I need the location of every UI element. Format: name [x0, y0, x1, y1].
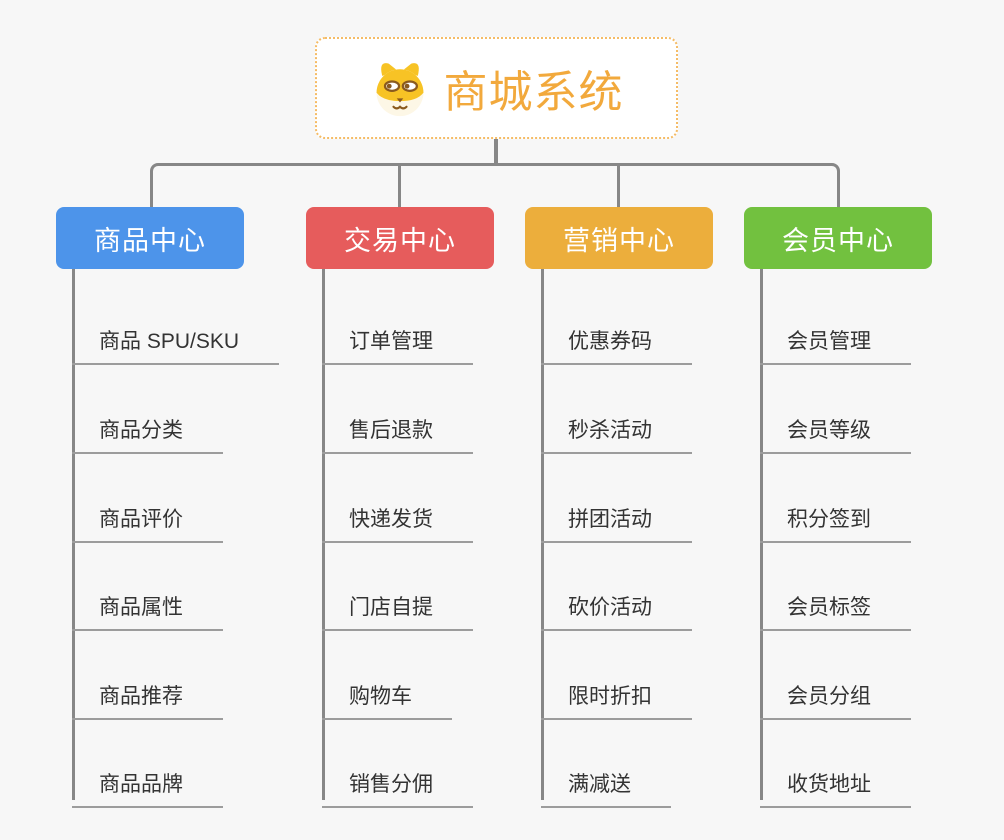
leaf-node[interactable]: 售后退款 — [322, 404, 473, 454]
leaf-node[interactable]: 限时折扣 — [541, 670, 692, 720]
leaf-node[interactable]: 会员管理 — [760, 315, 911, 365]
leaf-node[interactable]: 积分签到 — [760, 493, 911, 543]
branch-product-center: 商品中心 商品 SPU/SKU 商品分类 商品评价 商品属性 商品推荐 商品品牌 — [56, 207, 306, 808]
connector-branch-trunk — [72, 269, 75, 800]
connector-bus-right — [495, 163, 840, 207]
leaf-node[interactable]: 砍价活动 — [541, 581, 692, 631]
leaf-node[interactable]: 销售分佣 — [322, 758, 473, 808]
leaf-node[interactable]: 购物车 — [322, 670, 452, 720]
leaf-node[interactable]: 会员等级 — [760, 404, 911, 454]
root-node-mall-system[interactable]: 商城系统 — [315, 37, 678, 139]
connector-stub-trade — [398, 166, 401, 207]
leaf-node[interactable]: 商品 SPU/SKU — [72, 315, 280, 365]
leaf-node[interactable]: 优惠券码 — [541, 315, 692, 365]
connector-branch-trunk — [541, 269, 544, 800]
connector-branch-trunk — [760, 269, 763, 800]
leaf-node[interactable]: 商品评价 — [72, 493, 223, 543]
branch-header-product-center[interactable]: 商品中心 — [56, 207, 244, 269]
connector-branch-trunk — [322, 269, 325, 800]
branch-header-trade-center[interactable]: 交易中心 — [306, 207, 494, 269]
connector-root-trunk — [494, 139, 498, 166]
root-node-title: 商城系统 — [443, 68, 624, 117]
leaf-node[interactable]: 商品推荐 — [72, 670, 223, 720]
connector-bus-left — [150, 163, 495, 207]
branch-member-center: 会员中心 会员管理 会员等级 积分签到 会员标签 会员分组 收货地址 — [744, 207, 994, 808]
leaf-node[interactable]: 订单管理 — [322, 315, 473, 365]
dog-face-icon — [376, 63, 423, 117]
leaf-node[interactable]: 快递发货 — [322, 493, 473, 543]
leaf-node[interactable]: 会员标签 — [760, 581, 911, 631]
branch-marketing-center: 营销中心 优惠券码 秒杀活动 拼团活动 砍价活动 限时折扣 满减送 — [525, 207, 775, 808]
leaf-node[interactable]: 门店自提 — [322, 581, 473, 631]
leaf-node[interactable]: 会员分组 — [760, 670, 911, 720]
leaf-node[interactable]: 秒杀活动 — [541, 404, 692, 454]
branch-header-marketing-center[interactable]: 营销中心 — [525, 207, 713, 269]
leaf-node[interactable]: 商品属性 — [72, 581, 223, 631]
leaf-node[interactable]: 收货地址 — [760, 758, 911, 808]
branch-header-member-center[interactable]: 会员中心 — [744, 207, 932, 269]
leaf-node[interactable]: 商品分类 — [72, 404, 223, 454]
connector-stub-marketing — [617, 166, 620, 207]
branch-trade-center: 交易中心 订单管理 售后退款 快递发货 门店自提 购物车 销售分佣 — [306, 207, 556, 808]
leaf-node[interactable]: 商品品牌 — [72, 758, 223, 808]
leaf-node[interactable]: 拼团活动 — [541, 493, 692, 543]
leaf-node[interactable]: 满减送 — [541, 758, 671, 808]
